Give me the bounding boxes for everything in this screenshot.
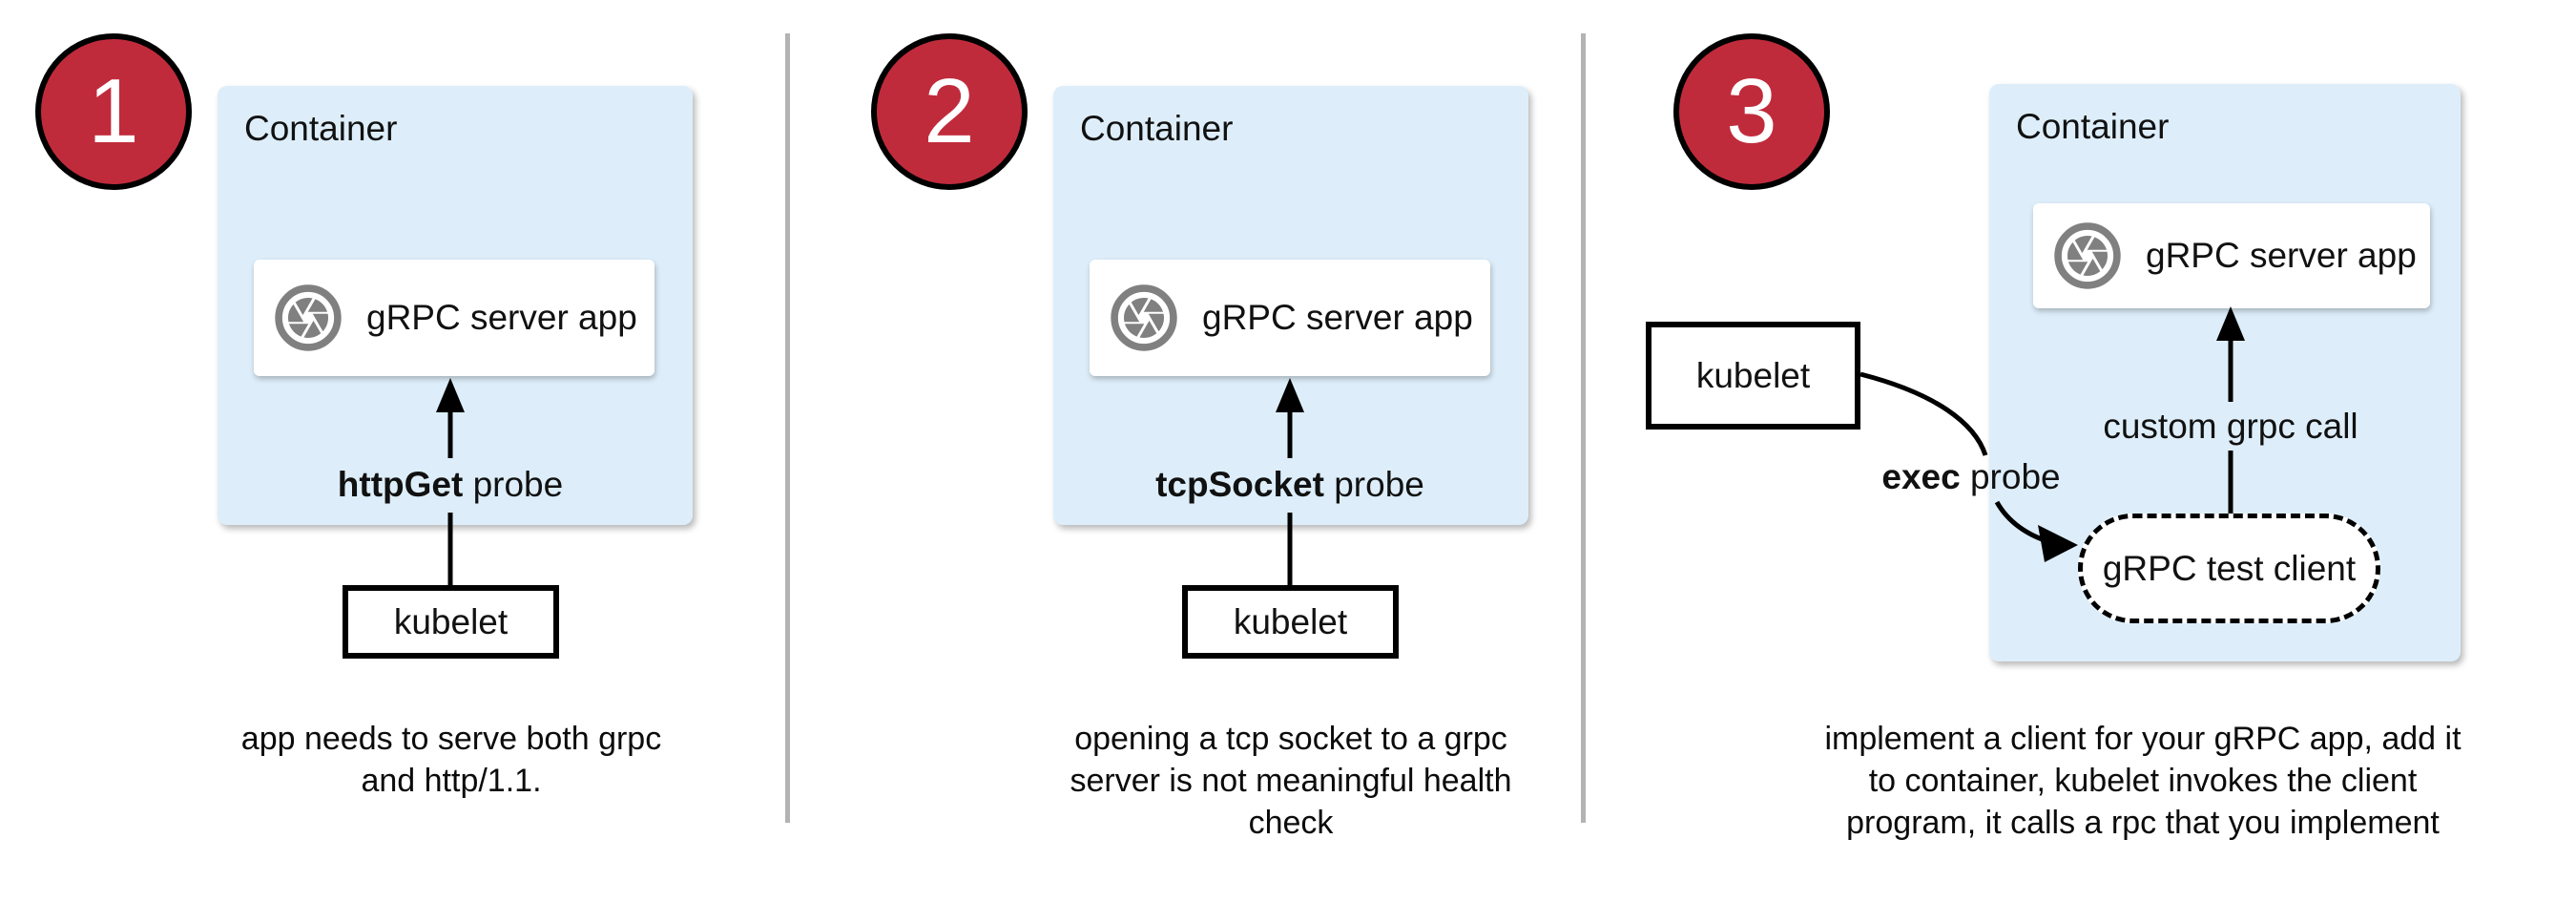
grpc-server-app-label-1: gRPC server app	[366, 298, 637, 337]
container-label-3: Container	[2016, 107, 2170, 146]
step-1-number: 1	[88, 60, 139, 162]
custom-grpc-call-label: custom grpc call	[2103, 407, 2358, 446]
step-2-number: 2	[924, 60, 975, 162]
caption-3: implement a client for your gRPC app, ad…	[1780, 718, 2505, 844]
caption-3-line-2: to container, kubelet invokes the client	[1868, 763, 2418, 799]
caption-2-line-1: opening a tcp socket to a grpc	[1074, 721, 1507, 757]
grpc-server-app-label-2: gRPC server app	[1202, 298, 1473, 337]
step-3-number: 3	[1726, 60, 1777, 162]
camera-aperture-icon	[2054, 222, 2121, 289]
grpc-server-app-box-3: gRPC server app	[2033, 203, 2430, 308]
caption-1-line-1: app needs to serve both grpc	[240, 721, 662, 757]
step-2-badge: 2	[871, 33, 1028, 190]
camera-aperture-icon	[275, 284, 342, 351]
kubelet-label-1: kubelet	[393, 601, 509, 641]
container-label-1: Container	[244, 109, 398, 148]
caption-2: opening a tcp socket to a grpc server is…	[1024, 718, 1558, 844]
kubelet-box-1: kubelet	[343, 585, 559, 659]
container-label-2: Container	[1080, 109, 1234, 148]
probe-word-3: probe	[1960, 457, 2061, 496]
kubelet-label-2: kubelet	[1233, 601, 1348, 641]
grpc-server-app-box-1: gRPC server app	[254, 260, 654, 376]
camera-aperture-icon	[1111, 284, 1177, 351]
panel-divider-1	[785, 33, 790, 823]
kubelet-box-3: kubelet	[1646, 322, 1860, 430]
probe-word-1: probe	[463, 465, 564, 504]
probe-type-3: exec	[1881, 457, 1961, 496]
probe-label-2: tcpSocket probe	[1099, 466, 1481, 504]
caption-3-line-1: implement a client for your gRPC app, ad…	[1824, 721, 2462, 757]
caption-3-line-3: program, it calls a rpc that you impleme…	[1846, 805, 2440, 841]
grpc-server-app-box-2: gRPC server app	[1090, 260, 1490, 376]
probe-label-3: exec probe	[1828, 458, 2114, 496]
panel-divider-2	[1581, 33, 1586, 823]
grpc-test-client-label: gRPC test client	[2102, 548, 2357, 588]
probe-label-1: httpGet probe	[260, 466, 641, 504]
probe-word-2: probe	[1323, 465, 1424, 504]
grpc-test-client-pill: gRPC test client	[2078, 514, 2380, 623]
caption-1-line-2: and http/1.1.	[361, 763, 542, 799]
kubelet-label-3: kubelet	[1695, 355, 1811, 395]
exec-probe-arrow-start	[1859, 371, 1988, 456]
probe-type-1: httpGet	[337, 465, 464, 504]
step-1-badge: 1	[35, 33, 192, 190]
probe-type-2: tcpSocket	[1155, 465, 1324, 504]
caption-2-line-2: server is not meaningful health	[1070, 763, 1512, 799]
kubelet-box-2: kubelet	[1182, 585, 1399, 659]
caption-2-line-3: check	[1248, 805, 1334, 841]
step-3-badge: 3	[1673, 33, 1830, 190]
caption-1: app needs to serve both grpc and http/1.…	[184, 718, 718, 802]
grpc-server-app-label-3: gRPC server app	[2146, 236, 2417, 275]
